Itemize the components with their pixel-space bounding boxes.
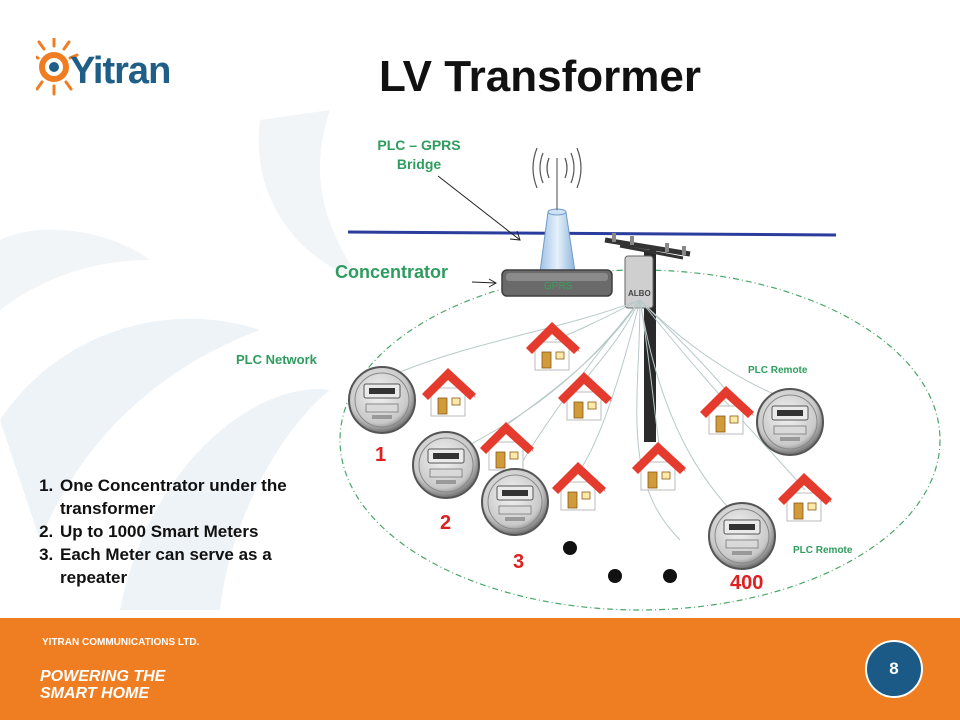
- plc-network-boundary: [339, 269, 941, 611]
- logo-wordmark: Yitran: [70, 50, 171, 92]
- smart-meter-icon: [481, 468, 549, 536]
- bridge-label-line1: PLC – GPRS: [377, 137, 461, 153]
- meter-number: 1: [375, 444, 387, 466]
- footer-band: [0, 618, 960, 720]
- key-point: Up to 1000 Smart Meters: [58, 520, 343, 543]
- house-icon: [525, 321, 581, 371]
- meter-number: 2: [440, 512, 452, 534]
- page-number-badge: 8: [865, 640, 923, 698]
- bridge-label: PLC – GPRS Bridge: [354, 136, 484, 174]
- company-name: YITRAN COMMUNICATIONS LTD.: [42, 637, 200, 648]
- concentrator-device-text: GPRS: [544, 281, 573, 292]
- plc-network-label: PLC Network: [236, 352, 317, 367]
- tagline-line2: SMART HOME: [40, 685, 150, 702]
- bridge-label-line2: Bridge: [396, 156, 442, 172]
- power-line: [347, 230, 837, 237]
- meter-number: 400: [730, 572, 764, 594]
- ellipsis-dot: [663, 569, 677, 583]
- smart-meter-icon: [412, 431, 480, 499]
- key-points-list: One Concentrator under the transformer U…: [32, 474, 343, 589]
- key-point: Each Meter can serve as a repeater: [58, 543, 343, 589]
- network-diagram: ALBO: [339, 147, 941, 611]
- pole-label: ALBO: [628, 289, 651, 298]
- smart-meter-icon: [708, 502, 776, 570]
- ellipsis-dot: [608, 569, 622, 583]
- house-icon: [777, 472, 833, 522]
- smart-meter-icon: [348, 366, 416, 434]
- house-icon: [421, 367, 477, 417]
- ellipsis-dot: [563, 541, 577, 555]
- house-icon: [699, 385, 755, 435]
- concentrator-device-icon: GPRS: [501, 269, 613, 297]
- smart-meter-icon: [756, 388, 824, 456]
- plc-remote-label: PLC Remote: [748, 365, 808, 376]
- background-swoosh-decoration: [0, 110, 360, 610]
- antenna-tower-icon: [532, 147, 582, 273]
- tagline-line1: POWERING THE: [40, 668, 166, 685]
- house-icon: [551, 461, 607, 511]
- key-point: One Concentrator under the transformer: [58, 474, 343, 520]
- house-icon: [631, 441, 687, 491]
- tagline: POWERING THE SMART HOME: [40, 668, 240, 702]
- pointer-arrows: [437, 175, 521, 288]
- house-icon: [479, 421, 535, 471]
- slide-title: LV Transformer: [379, 52, 701, 101]
- plc-remote-label: PLC Remote: [793, 545, 853, 556]
- meter-number: 3: [513, 551, 525, 573]
- yitran-logo-icon: [36, 38, 79, 96]
- concentrator-label: Concentrator: [335, 262, 449, 282]
